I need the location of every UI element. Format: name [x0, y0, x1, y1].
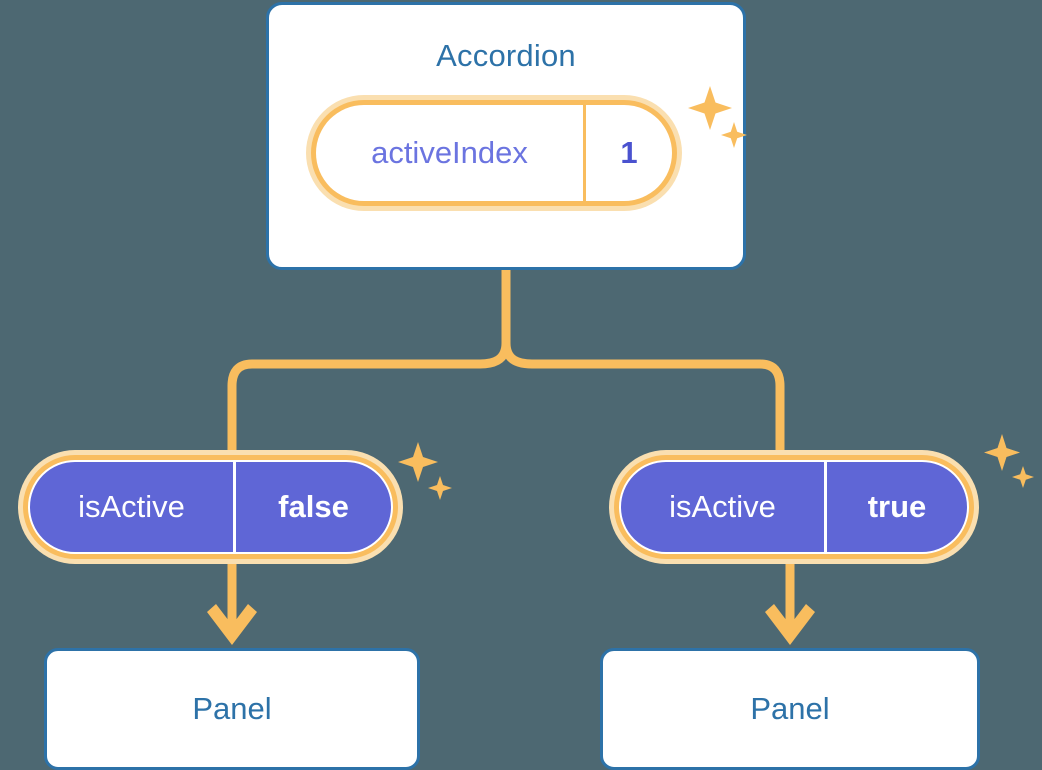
pill-divider: [233, 462, 236, 552]
pill-outer-ring: isActive false: [18, 450, 403, 564]
sparkle-icon: [396, 440, 456, 513]
pill-divider: [824, 462, 827, 552]
pill-body: activeIndex 1: [316, 105, 672, 201]
prop-value: 1: [620, 135, 638, 170]
pill-body: isActive true: [619, 460, 969, 554]
prop-badge-is-active-false[interactable]: isActive false: [18, 450, 403, 564]
prop-key: activeIndex: [371, 135, 528, 170]
pill-gold-ring: activeIndex 1: [311, 100, 677, 206]
pill-outer-ring: isActive true: [609, 450, 979, 564]
prop-badge-active-index[interactable]: activeIndex 1: [306, 95, 682, 211]
pill-body: isActive false: [28, 460, 393, 554]
prop-key: isActive: [78, 489, 185, 524]
panel-title: Panel: [750, 691, 830, 726]
pill-gold-ring: isActive true: [614, 455, 974, 559]
component-card-panel-right[interactable]: Panel: [600, 648, 980, 770]
prop-value: true: [867, 489, 927, 524]
prop-badge-is-active-true[interactable]: isActive true: [609, 450, 979, 564]
sparkle-icon: [982, 432, 1038, 501]
arrow-head-left: [207, 604, 257, 645]
pill-divider: [583, 105, 586, 201]
panel-title: Panel: [192, 691, 272, 726]
component-card-panel-left[interactable]: Panel: [44, 648, 420, 770]
page-title: Accordion: [436, 38, 576, 73]
prop-key: isActive: [669, 489, 776, 524]
pill-gold-ring: isActive false: [23, 455, 398, 559]
arrow-head-right: [765, 604, 815, 645]
pill-outer-ring: activeIndex 1: [306, 95, 682, 211]
prop-value: false: [278, 489, 349, 524]
